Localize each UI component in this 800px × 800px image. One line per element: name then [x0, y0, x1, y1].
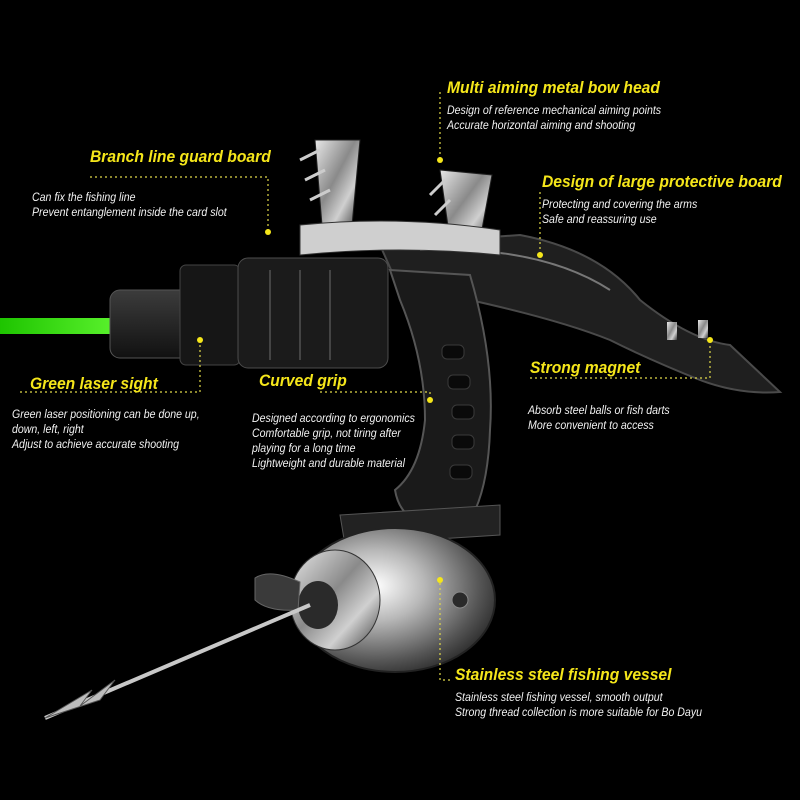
callout-title: Stainless steel fishing vessel: [455, 665, 672, 684]
callout-magnet: Strong magnet: [530, 358, 650, 378]
grip-holes: [441, 344, 475, 480]
callout-line: Safe and reassuring use: [542, 214, 657, 226]
callout-curved-grip-desc: Designed according to ergonomics Comfort…: [252, 412, 429, 472]
callout-line: Adjust to achieve accurate shooting: [12, 439, 180, 451]
callout-title: Multi aiming metal bow head: [447, 78, 660, 97]
callout-fishing-vessel: Stainless steel fishing vessel Stainless…: [455, 665, 723, 721]
callout-title: Green laser sight: [30, 374, 158, 393]
callout-title: Curved grip: [259, 371, 347, 390]
callout-guard-board-desc: Can fix the fishing line Prevent entangl…: [32, 185, 244, 221]
laser-sight-device: [109, 257, 389, 369]
callout-line: Design of reference mechanical aiming po…: [447, 105, 662, 117]
fishing-reel: [254, 527, 496, 673]
callout-title: Design of large protective board: [542, 172, 782, 191]
callout-line: Accurate horizontal aiming and shooting: [447, 120, 636, 132]
leader-dots: [197, 157, 713, 583]
callout-line: playing for a long time: [252, 443, 356, 455]
callout-line: Green laser positioning can be done up,: [12, 409, 200, 421]
curved-grip: [388, 268, 492, 527]
callout-desc: Design of reference mechanical aiming po…: [447, 104, 661, 134]
callout-desc: Can fix the fishing line Prevent entangl…: [32, 191, 227, 221]
callout-desc: Absorb steel balls or fish darts More co…: [528, 404, 670, 434]
callout-laser-sight: Green laser sight: [30, 374, 169, 394]
callout-line: down, left, right: [12, 424, 84, 436]
metal-bow-head: [299, 139, 501, 256]
protective-board: [378, 233, 783, 394]
callout-line: Stainless steel fishing vessel, smooth o…: [455, 692, 663, 704]
callout-line: Protecting and covering the arms: [542, 199, 698, 211]
callout-desc: Protecting and covering the arms Safe an…: [542, 198, 782, 228]
callout-protective-board: Design of large protective board Protect…: [542, 172, 800, 228]
callout-line: Prevent entanglement inside the card slo…: [32, 207, 227, 219]
callout-magnet-desc: Absorb steel balls or fish darts More co…: [528, 404, 682, 434]
fish-dart-arrow: [44, 603, 311, 720]
callout-desc: Stainless steel fishing vessel, smooth o…: [455, 691, 702, 721]
callout-line: Comfortable grip, not tiring after: [252, 428, 401, 440]
callout-desc: Green laser positioning can be done up, …: [12, 408, 200, 453]
callout-line: Can fix the fishing line: [32, 192, 136, 204]
callout-line: Lightweight and durable material: [252, 458, 405, 470]
callout-line: Designed according to ergonomics: [252, 413, 415, 425]
magnet-bolts: [667, 320, 708, 340]
callout-desc: Designed according to ergonomics Comfort…: [252, 412, 415, 472]
callout-line: Strong thread collection is more suitabl…: [455, 707, 703, 719]
callout-laser-sight-desc: Green laser positioning can be done up, …: [12, 408, 216, 453]
callout-line: Absorb steel balls or fish darts: [528, 405, 670, 417]
callout-guard-board: Branch line guard board: [90, 147, 286, 167]
callout-title: Strong magnet: [530, 358, 641, 377]
leader-lines: [20, 92, 711, 681]
callout-bow-head: Multi aiming metal bow head Design of re…: [447, 78, 680, 134]
callout-line: More convenient to access: [528, 420, 654, 432]
callout-title: Branch line guard board: [90, 147, 271, 166]
callout-curved-grip: Curved grip: [259, 371, 354, 391]
